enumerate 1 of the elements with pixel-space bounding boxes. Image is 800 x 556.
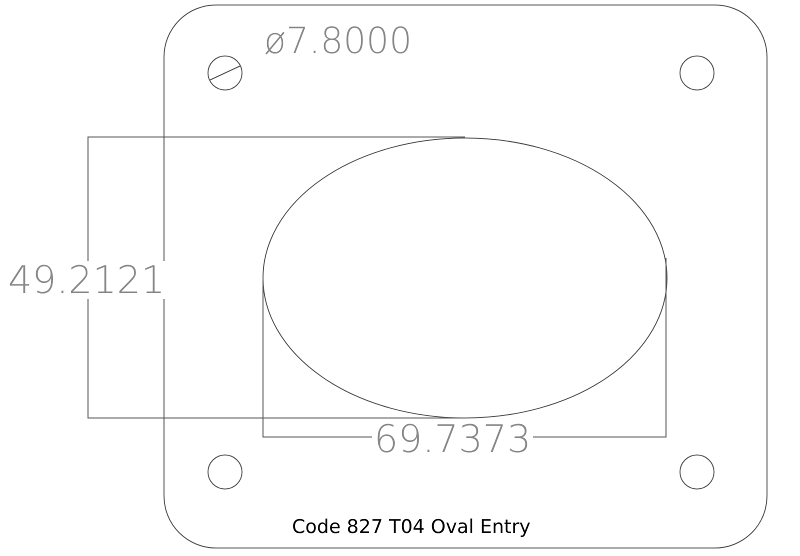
caption: Code 827 T04 Oval Entry bbox=[292, 518, 531, 537]
